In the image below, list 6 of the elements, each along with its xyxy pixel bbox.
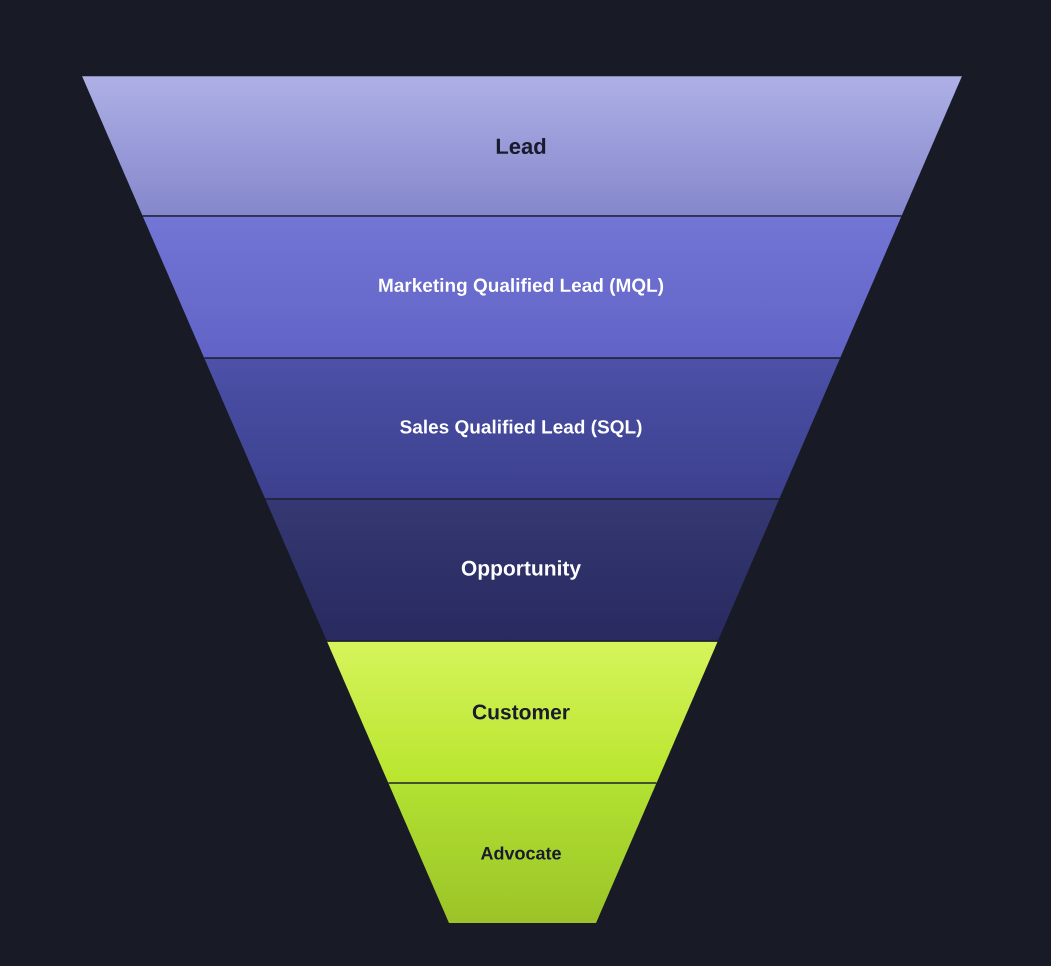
funnel-stage: Sales Qualified Lead (SQL): [400, 419, 642, 438]
funnel-stage: Opportunity: [461, 560, 581, 580]
funnel-stage: Advocate: [480, 846, 561, 860]
funnel-stage: Lead: [496, 137, 546, 155]
funnel-stage: Customer: [472, 704, 570, 720]
funnel-stage: Marketing Qualified Lead (MQL): [379, 278, 664, 296]
